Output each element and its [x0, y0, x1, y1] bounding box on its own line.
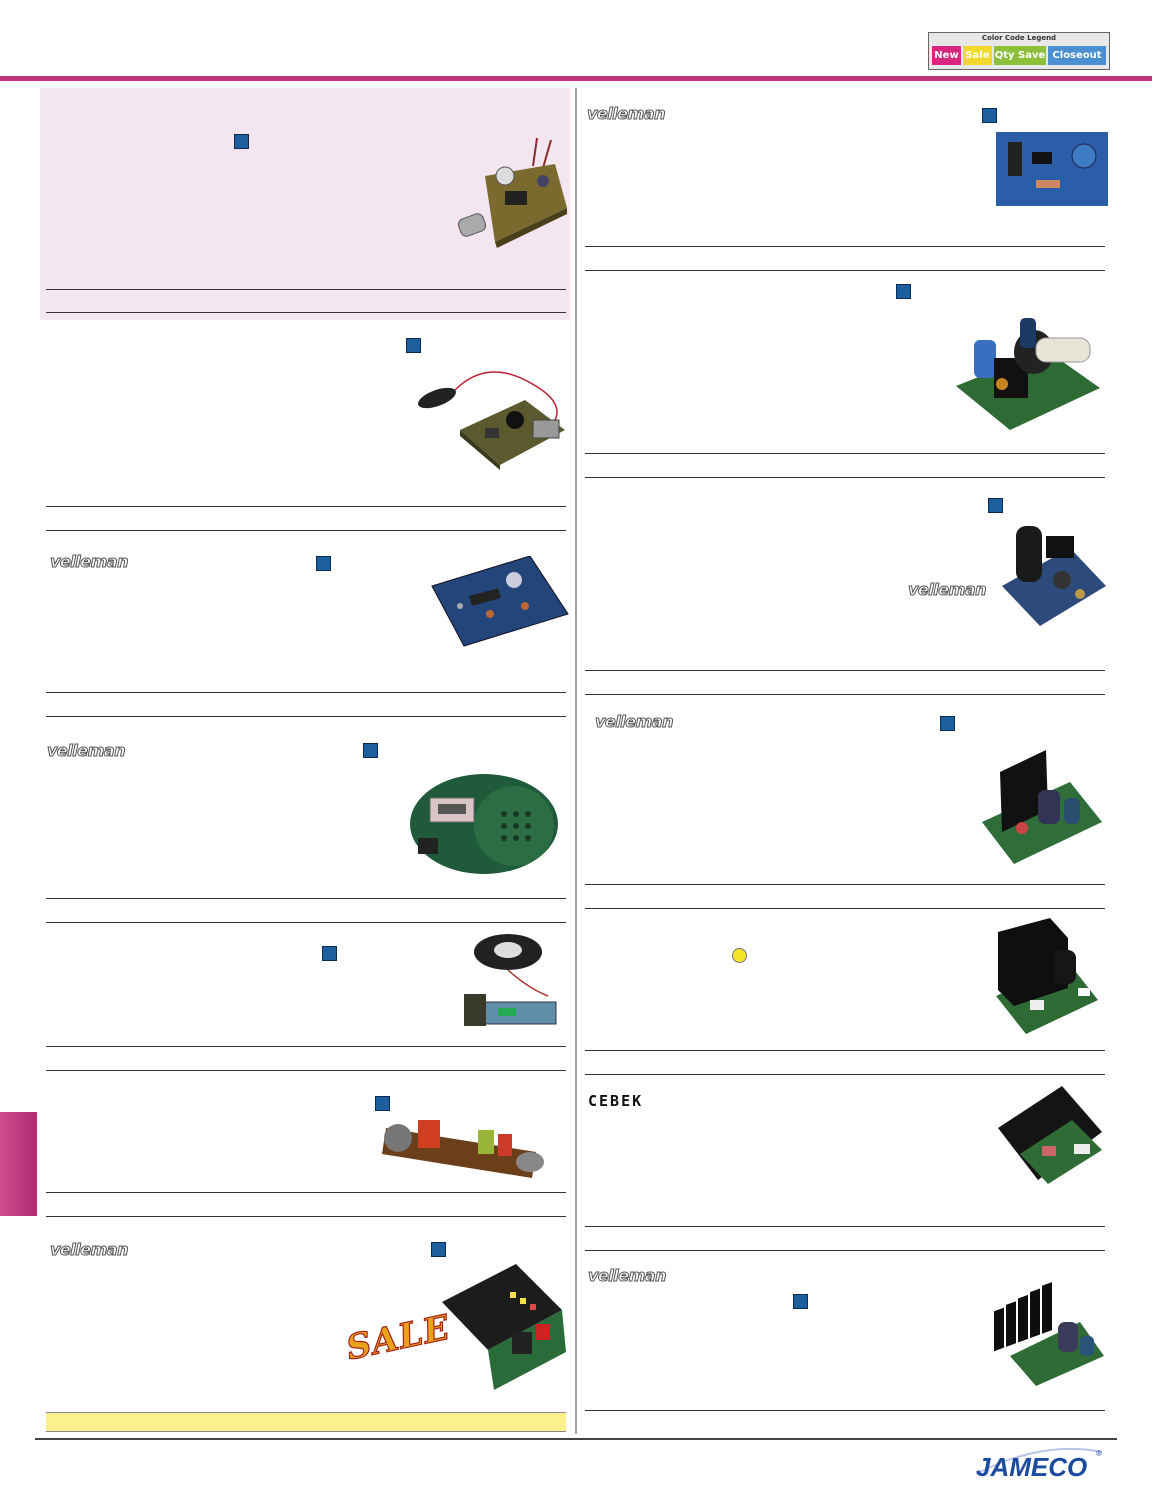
divider — [46, 922, 566, 923]
kit-photo-led-vu-meter — [442, 1264, 566, 1390]
divider — [585, 670, 1105, 671]
section-side-tab — [0, 1112, 37, 1216]
divider — [46, 1192, 566, 1193]
kit-photo-speaker-module — [464, 934, 557, 1026]
highlight-box-new — [40, 88, 570, 320]
kit-photo-power-amplifier — [996, 918, 1098, 1034]
product-marker-icon — [322, 946, 337, 961]
product-marker-icon — [234, 134, 249, 149]
product-marker-icon — [982, 108, 997, 123]
divider — [46, 716, 566, 717]
divider — [585, 453, 1105, 454]
divider — [46, 692, 566, 693]
divider — [585, 246, 1105, 247]
product-marker-icon — [375, 1096, 390, 1111]
column-divider — [575, 88, 577, 1434]
divider — [585, 1226, 1105, 1227]
divider — [46, 289, 566, 290]
product-marker-icon — [940, 716, 955, 731]
velleman-logo: velleman — [587, 104, 666, 124]
highlight-bar-sale — [46, 1412, 566, 1432]
product-marker-icon — [316, 556, 331, 571]
footer-rule — [35, 1438, 1117, 1440]
divider — [585, 908, 1105, 909]
product-marker-icon — [896, 284, 911, 299]
velleman-logo: velleman — [908, 580, 987, 600]
kit-photo-amplifier-heatsink — [982, 750, 1102, 864]
jameco-logo-text: JAMECO — [976, 1452, 1087, 1480]
product-marker-icon — [363, 743, 378, 758]
kit-photo-amplifier-large-heatsink — [994, 1282, 1104, 1386]
legend-new: New — [932, 46, 961, 65]
kit-photo-strip-module — [382, 1120, 544, 1178]
velleman-logo: velleman — [595, 712, 674, 732]
kit-photo-amplifier-pcb — [1002, 526, 1106, 626]
divider — [46, 312, 566, 313]
jameco-logo: JAMECO ® — [972, 1444, 1106, 1485]
divider — [585, 694, 1105, 695]
registered-mark: ® — [1096, 1449, 1102, 1458]
header-rule — [0, 76, 1152, 81]
divider — [46, 1070, 566, 1071]
cebek-logo: CEBEK — [588, 1092, 644, 1110]
divider — [46, 1046, 566, 1047]
product-marker-circle-icon — [732, 948, 747, 963]
velleman-logo: velleman — [50, 1240, 129, 1260]
divider — [585, 1050, 1105, 1051]
color-code-legend: Color Code Legend New Sale Qty Save Clos… — [928, 32, 1110, 70]
divider — [46, 506, 566, 507]
divider — [585, 1250, 1105, 1251]
product-marker-icon — [431, 1242, 446, 1257]
velleman-logo: velleman — [50, 552, 129, 572]
kit-photo-audio-module — [418, 371, 565, 470]
product-marker-icon — [988, 498, 1003, 513]
divider — [585, 884, 1105, 885]
divider — [585, 477, 1105, 478]
divider — [585, 1410, 1105, 1411]
kit-photo-microphone-amplifier — [457, 137, 567, 248]
legend-qty-save: Qty Save — [994, 46, 1046, 65]
product-marker-icon — [793, 1294, 808, 1309]
kit-photo-pcb-blue — [431, 556, 569, 647]
divider — [46, 530, 566, 531]
divider — [585, 1074, 1105, 1075]
product-marker-icon — [406, 338, 421, 353]
kit-photo-potentiometer-pcb — [956, 318, 1100, 430]
legend-closeout: Closeout — [1048, 46, 1106, 65]
kit-photo-speaker-pcb — [410, 774, 558, 874]
legend-sale: Sale — [963, 46, 992, 65]
divider — [46, 1216, 566, 1217]
legend-title: Color Code Legend — [981, 34, 1057, 42]
kit-photo-cebek-module — [998, 1086, 1102, 1184]
velleman-logo: velleman — [47, 741, 126, 761]
divider — [585, 270, 1105, 271]
velleman-logo: velleman — [588, 1266, 667, 1286]
divider — [46, 898, 566, 899]
kit-photo-pcb-small-blue — [996, 132, 1108, 206]
